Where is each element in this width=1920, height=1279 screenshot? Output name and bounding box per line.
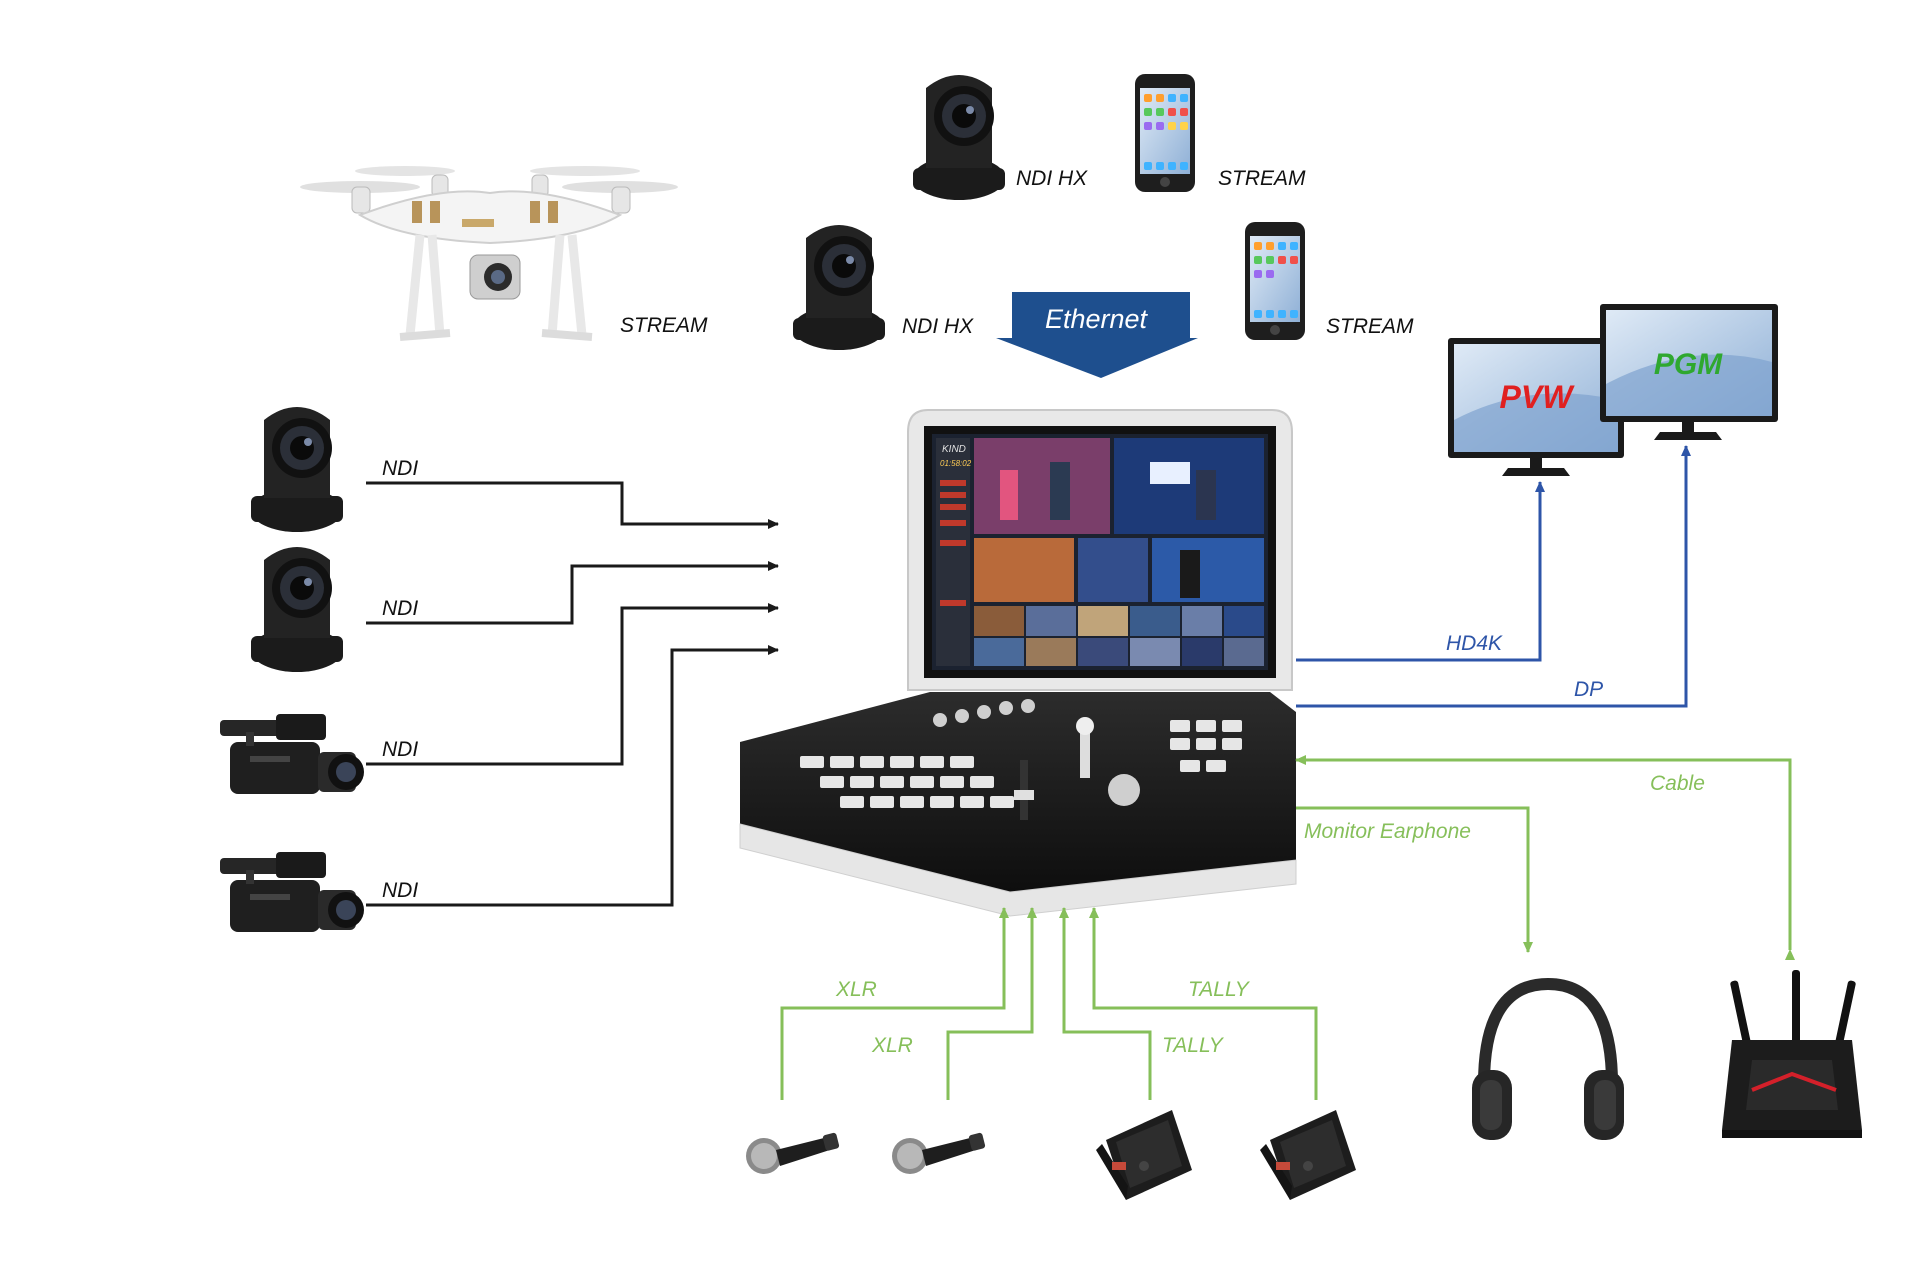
ptz-camera-icon <box>793 225 885 350</box>
switcher-timecode: 01:58:02 <box>940 459 972 468</box>
ndi-label-1: NDI <box>382 457 418 480</box>
ptz-camera-icon <box>251 407 343 532</box>
monitor-earphone-label: Monitor Earphone <box>1304 820 1471 843</box>
audio-tally-lines <box>780 907 1318 1100</box>
smartphone-icon <box>1135 74 1195 192</box>
xlr-line-1 <box>780 907 1009 1100</box>
dp-line <box>1296 445 1691 708</box>
switcher-brand: KIND <box>942 444 966 455</box>
microphone-icon <box>746 1132 840 1174</box>
drone-icon <box>300 166 678 341</box>
ndi-label-4: NDI <box>382 879 418 902</box>
pvw-label: PVW <box>1500 379 1576 415</box>
headphones-icon <box>1472 977 1624 1140</box>
ethernet-label: Ethernet <box>1045 304 1149 334</box>
xlr-line-2 <box>946 907 1037 1100</box>
ndi-line-1 <box>366 481 779 529</box>
ptz-camera-icon <box>913 75 1005 200</box>
ptz-camera-icon <box>251 547 343 672</box>
earphone-line <box>1296 806 1533 953</box>
tally-line-2 <box>1089 907 1318 1100</box>
tally-line-1 <box>1059 907 1152 1100</box>
ndi-line-2 <box>366 561 779 625</box>
stream-label-1: STREAM <box>1218 167 1306 190</box>
ndi-connector-lines <box>366 481 779 907</box>
cable-line <box>1295 755 1795 960</box>
video-output-lines <box>1296 445 1691 708</box>
pgm-monitor: PGM <box>1600 304 1778 440</box>
ndi-label-2: NDI <box>382 597 418 620</box>
hd4k-line <box>1296 481 1545 662</box>
camcorder-icon <box>220 714 364 794</box>
pvw-monitor: PVW <box>1448 338 1624 476</box>
ndi-line-4 <box>366 645 779 907</box>
accessory-lines <box>1295 755 1795 960</box>
ndi-hx-label-2: NDI HX <box>902 315 974 338</box>
ndi-line-3 <box>366 603 779 766</box>
tally-label-2: TALLY <box>1188 978 1251 1001</box>
video-switcher: KIND 01:58:02 <box>739 409 1297 917</box>
smartphone-icon <box>1245 222 1305 340</box>
dp-label: DP <box>1574 678 1603 701</box>
camcorder-icon <box>220 852 364 932</box>
xlr-label-2: XLR <box>871 1034 913 1057</box>
ndi-hx-label-1: NDI HX <box>1016 167 1088 190</box>
ndi-label-3: NDI <box>382 738 418 761</box>
stream-label-drone: STREAM <box>620 314 708 337</box>
router-icon <box>1722 970 1862 1138</box>
tally-label-1: TALLY <box>1162 1034 1225 1057</box>
xlr-label-1: XLR <box>835 978 877 1001</box>
microphone-icon <box>892 1132 986 1174</box>
tally-box-icon <box>1260 1110 1356 1200</box>
cable-label: Cable <box>1650 772 1705 795</box>
stream-label-2: STREAM <box>1326 315 1414 338</box>
hd4k-label: HD4K <box>1446 632 1503 655</box>
ethernet-arrow: Ethernet <box>996 292 1198 378</box>
tally-box-icon <box>1096 1110 1192 1200</box>
pgm-label: PGM <box>1654 348 1723 381</box>
